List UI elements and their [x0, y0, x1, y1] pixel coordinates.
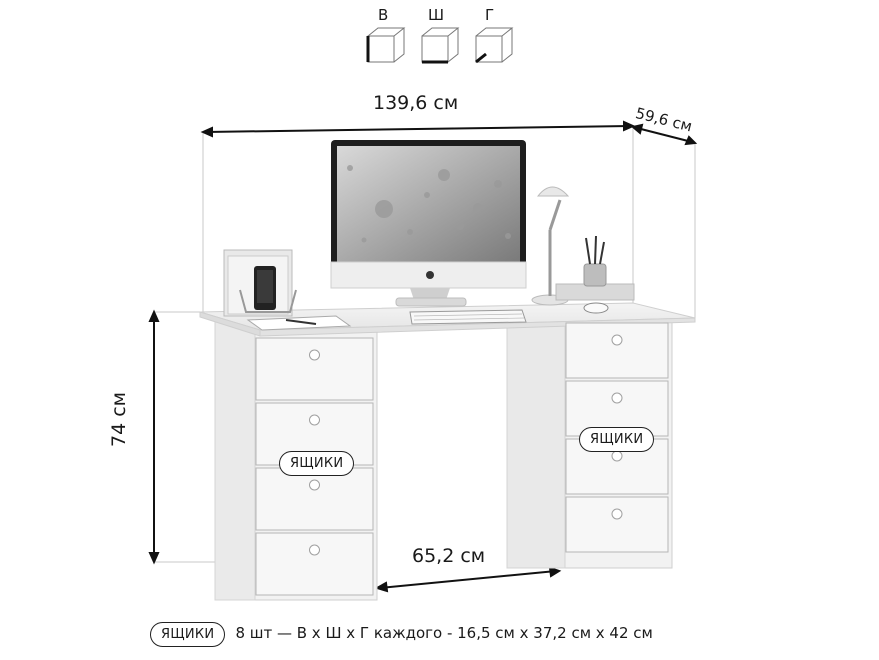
monitor-icon	[330, 140, 527, 307]
keyboard-icon	[409, 309, 527, 325]
desk-lamp-icon	[531, 186, 570, 306]
legend-height-letter: В	[378, 6, 389, 24]
drawer-spec-footnote: ЯЩИКИ 8 шт — В х Ш х Г каждого - 16,5 см …	[150, 622, 653, 647]
right-drawer-4	[565, 496, 669, 553]
left-drawer-knob-3	[309, 479, 320, 491]
left-drawer-knob-4	[309, 544, 320, 556]
mouse-icon	[583, 302, 609, 314]
notebook-icon	[246, 315, 352, 331]
width-cube-icon	[421, 27, 460, 64]
depth-cube-icon	[475, 27, 514, 64]
footnote-tag: ЯЩИКИ	[150, 622, 226, 647]
left-drawer-3	[255, 467, 374, 531]
left-drawer-stack	[255, 337, 374, 596]
right-drawer-1	[565, 322, 669, 379]
height-cube-icon	[366, 27, 406, 63]
footnote-text: 8 шт — В х Ш х Г каждого - 16,5 см х 37,…	[235, 624, 653, 642]
left-drawer-knob-2	[309, 414, 320, 426]
document-organizer-icon	[223, 249, 297, 317]
right-drawers-callout: ЯЩИКИ	[579, 427, 655, 452]
dimension-arrows	[148, 120, 698, 593]
height-dimension-label: 74 см	[108, 392, 130, 447]
knee-gap-dimension-label: 65,2 см	[412, 545, 486, 567]
right-drawer-knob-4	[611, 508, 623, 520]
right-drawer-knob-1	[611, 334, 623, 346]
legend-width-letter: Ш	[428, 6, 445, 24]
extension-lines	[154, 126, 696, 563]
width-dimension-label: 139,6 см	[373, 92, 459, 114]
left-drawers-callout: ЯЩИКИ	[279, 451, 355, 476]
left-drawer-1	[255, 337, 374, 401]
right-drawer-knob-2	[611, 392, 623, 404]
left-drawer-knob-1	[309, 349, 320, 361]
pen-cup-icon	[555, 235, 635, 301]
right-drawer-knob-3	[611, 450, 623, 462]
legend-depth-letter: Г	[485, 6, 495, 24]
right-drawer-2	[565, 380, 669, 437]
left-drawer-4	[255, 532, 374, 596]
